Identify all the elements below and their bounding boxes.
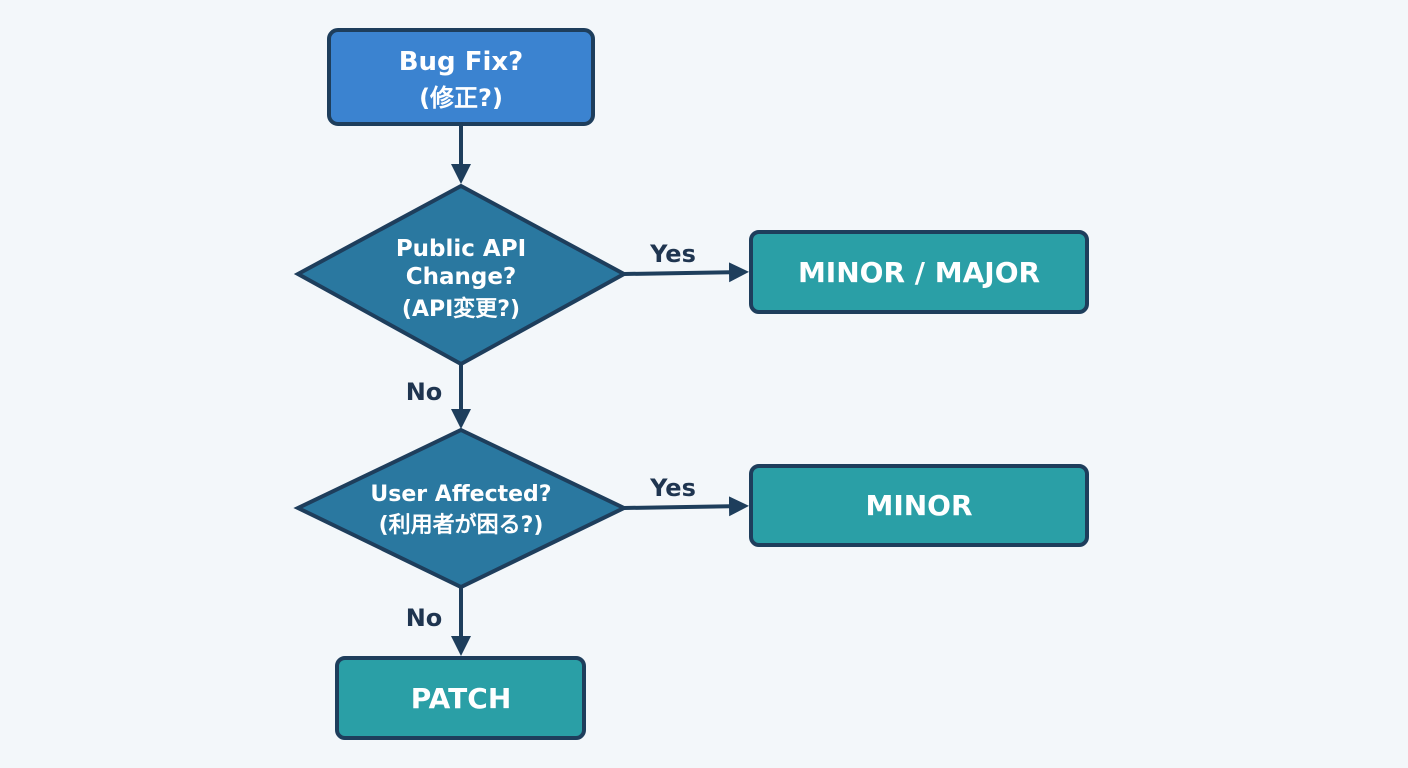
minor-label: MINOR	[865, 489, 972, 522]
api-change-sublabel: (API変更?)	[402, 296, 520, 322]
decision-user-affected: User Affected? (利用者が困る?)	[293, 427, 629, 590]
start-node-bug-fix: Bug Fix? (修正?)	[327, 28, 595, 126]
minor-major-label: MINOR / MAJOR	[798, 256, 1040, 289]
edge-label-user-yes: Yes	[649, 474, 696, 502]
patch-label: PATCH	[411, 682, 512, 715]
user-affected-label: User Affected?	[370, 482, 551, 507]
api-change-label-line1: Public API	[396, 236, 526, 262]
outcome-minor-major: MINOR / MAJOR	[749, 230, 1089, 314]
arrow-user-yes	[623, 496, 749, 517]
user-affected-sublabel: (利用者が困る?)	[379, 512, 544, 538]
arrow-api-yes	[623, 262, 749, 283]
edge-label-api-yes: Yes	[649, 240, 696, 268]
edge-label-api-no: No	[406, 378, 443, 406]
api-change-label-line2: Change?	[406, 264, 517, 290]
bug-fix-sublabel: (修正?)	[419, 84, 503, 112]
connectors	[451, 124, 749, 656]
outcome-patch: PATCH	[335, 656, 586, 740]
edge-label-user-no: No	[406, 604, 443, 632]
outcome-minor: MINOR	[749, 464, 1089, 547]
bug-fix-label: Bug Fix?	[399, 47, 524, 77]
decision-api-change: Public API Change? (API変更?)	[293, 183, 629, 367]
